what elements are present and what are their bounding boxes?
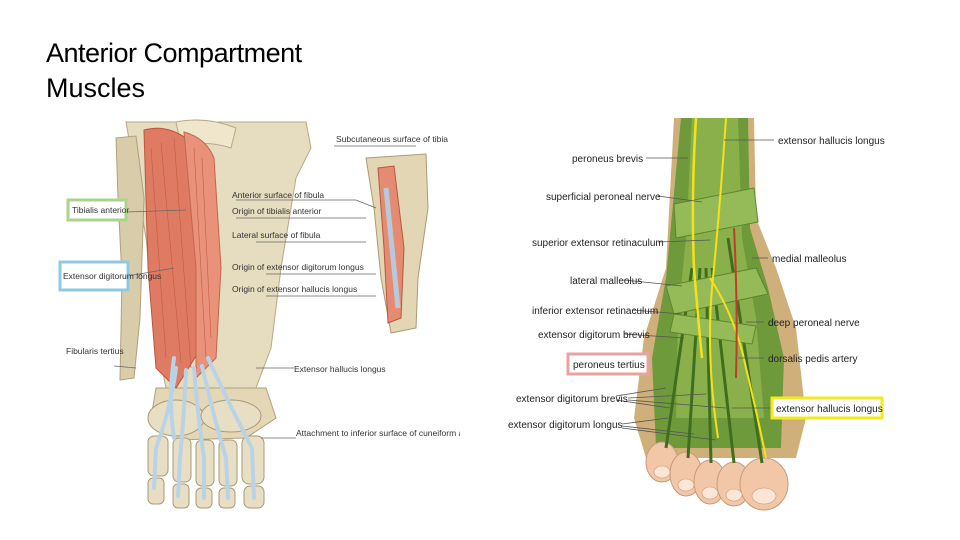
label-deep-peroneal: deep peroneal nerve [768, 318, 860, 329]
toenails [653, 465, 777, 505]
label-edl: Extensor digitorum longus [63, 271, 161, 281]
right-leader-lines [615, 139, 774, 441]
label-superficial-peroneal: superficial peroneal nerve [546, 192, 661, 203]
label-subcutaneous: Subcutaneous surface of tibia [336, 134, 448, 144]
label-attachment: Attachment to inferior surface of cuneif… [296, 428, 460, 438]
slide-title: Anterior Compartment [46, 38, 302, 68]
label-sup-ext-retinaculum: superior extensor retinaculum [532, 238, 664, 249]
tibialis-highlight-box [66, 198, 128, 222]
fibula-inset [365, 153, 429, 334]
label-ehl-top: extensor hallucis longus [778, 136, 885, 147]
anterior-leg-svg: Subcutaneous surface of tibia Anterior s… [58, 119, 515, 509]
label-ehl-boxed: extensor hallucis longus [776, 404, 883, 415]
anterior-leg-illustration: Subcutaneous surface of tibia Anterior s… [56, 118, 515, 510]
label-medial-malleolus: medial malleolus [772, 254, 846, 265]
label-peroneus-brevis: peroneus brevis [572, 154, 643, 165]
label-edl: extensor digitorum longus [508, 420, 623, 431]
label-lateral-surface: Lateral surface of fibula [232, 230, 321, 240]
edl-highlight-box [58, 260, 130, 292]
label-dorsalis-pedis: dorsalis pedis artery [768, 354, 857, 365]
label-edb-upper: extensor digitorum brevis [538, 330, 650, 341]
label-origin-edl: Origin of extensor digitorum longus [232, 262, 364, 272]
label-tibialis-anterior: Tibialis anterior [72, 205, 129, 215]
leg-muscles [143, 127, 222, 389]
label-ehl: Extensor hallucis longus [294, 364, 386, 374]
label-origin-ehl: Origin of extensor hallucis longus [232, 284, 357, 294]
label-inf-ext-retinaculum: inferior extensor retinaculum [532, 306, 658, 317]
label-lateral-malleolus: lateral malleolus [570, 276, 642, 287]
foot-dorsum-svg: peroneus brevis superficial peroneal ner… [508, 117, 885, 511]
leg-tendons [152, 356, 256, 500]
label-anterior-surface: Anterior surface of fibula [232, 190, 324, 200]
label-peroneus-tertius: peroneus tertius [573, 360, 645, 371]
label-fibularis-tertius: Fibularis tertius [66, 346, 124, 356]
foot-dorsum-illustration: peroneus brevis superficial peroneal ner… [506, 117, 896, 514]
ehl-highlight-box [770, 396, 884, 420]
peroneus-tertius-box [566, 352, 650, 376]
label-edb-lower: extensor digitorum brevis [516, 394, 628, 405]
left-leader-lines [113, 145, 416, 439]
label-origin-tibialis: Origin of tibialis anterior [232, 206, 321, 216]
nerves-vessels [691, 117, 767, 459]
slide-subtitle: Muscles [46, 73, 146, 103]
